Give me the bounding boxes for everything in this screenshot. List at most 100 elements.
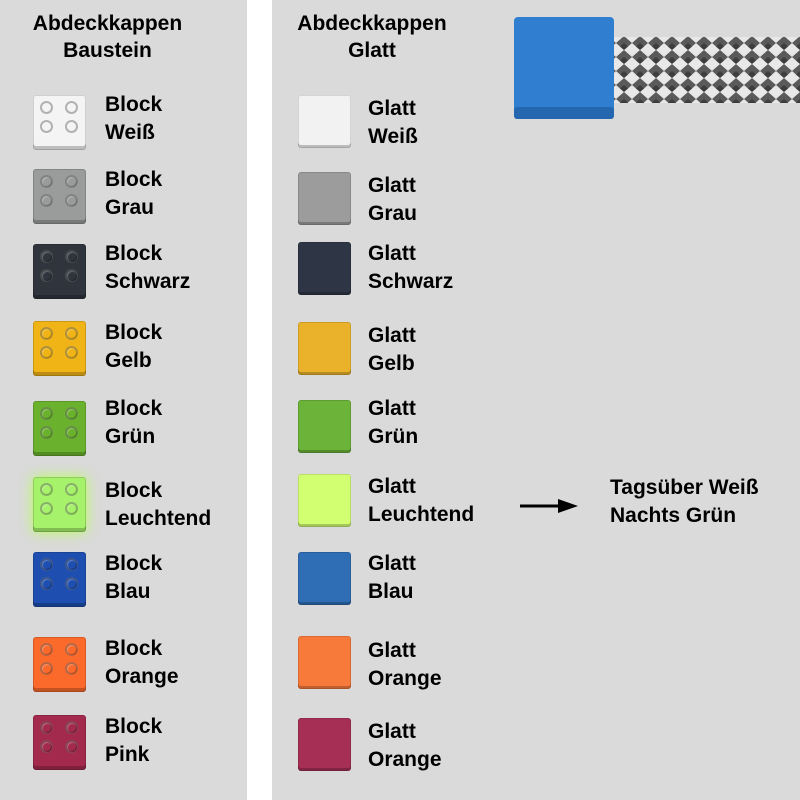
glatt-label-line2: Leuchtend	[368, 503, 475, 526]
stud-icon	[65, 483, 78, 496]
stud-icon	[40, 721, 53, 734]
block-label-line2: Orange	[105, 665, 179, 688]
glatt-label-line2: Orange	[368, 748, 442, 771]
block-cap-swatch	[33, 477, 86, 532]
stud-icon	[65, 269, 78, 282]
block-label-line1: Block	[105, 479, 163, 502]
stud-icon	[65, 175, 78, 188]
glatt-cap-swatch	[298, 322, 351, 375]
stud-icon	[40, 120, 53, 133]
glatt-cap-swatch	[298, 400, 351, 453]
glatt-label-line2: Grün	[368, 425, 419, 448]
stud-icon	[40, 483, 53, 496]
stud-icon	[40, 269, 53, 282]
stud-icon	[65, 577, 78, 590]
baustein-panel: Abdeckkappen Baustein Block Weiß Block G…	[0, 0, 247, 800]
stud-icon	[40, 250, 53, 263]
stud-icon	[40, 502, 53, 515]
block-cap-swatch	[33, 169, 86, 224]
glatt-cap-swatch	[298, 636, 351, 689]
stud-icon	[40, 662, 53, 675]
stud-icon	[40, 327, 53, 340]
block-label-line2: Pink	[105, 743, 150, 766]
right-arrow-icon	[520, 499, 578, 513]
block-label-line1: Block	[105, 397, 163, 420]
stud-icon	[40, 101, 53, 114]
glow-note: Tagsüber Weiß Nachts Grün	[610, 474, 759, 530]
stud-icon	[40, 740, 53, 753]
glatt-label-line1: Glatt	[368, 97, 416, 120]
stud-icon	[65, 194, 78, 207]
glatt-label-line1: Glatt	[368, 552, 416, 575]
block-label-line2: Leuchtend	[105, 507, 212, 530]
glatt-label-line1: Glatt	[368, 397, 416, 420]
stud-icon	[65, 558, 78, 571]
block-cap-swatch	[33, 321, 86, 376]
stud-icon	[40, 346, 53, 359]
block-label-line2: Grau	[105, 196, 155, 219]
stud-icon	[40, 643, 53, 656]
block-label-line2: Gelb	[105, 349, 152, 372]
stud-icon	[40, 558, 53, 571]
block-label-line2: Blau	[105, 580, 151, 603]
stud-icon	[40, 194, 53, 207]
block-label-line1: Block	[105, 552, 163, 575]
glatt-label-line2: Orange	[368, 667, 442, 690]
glatt-cap-swatch	[298, 474, 351, 527]
glatt-cap-swatch	[298, 718, 351, 771]
stud-icon	[65, 502, 78, 515]
stud-icon	[65, 101, 78, 114]
stud-icon	[65, 250, 78, 263]
glatt-label-line1: Glatt	[368, 639, 416, 662]
glatt-label-line2: Schwarz	[368, 270, 454, 293]
stud-icon	[65, 120, 78, 133]
strap-shape	[612, 37, 800, 103]
block-label-line2: Weiß	[105, 121, 155, 144]
glatt-label-line2: Gelb	[368, 352, 415, 375]
stud-icon	[65, 426, 78, 439]
block-label-line1: Block	[105, 168, 163, 191]
stud-icon	[65, 407, 78, 420]
glatt-label-line1: Glatt	[368, 242, 416, 265]
block-cap-swatch	[33, 401, 86, 456]
sample-cap-photo	[514, 17, 800, 119]
stud-icon	[40, 175, 53, 188]
glatt-label-line2: Weiß	[368, 125, 418, 148]
block-cap-swatch	[33, 715, 86, 770]
glatt-label-line1: Glatt	[368, 174, 416, 197]
stud-icon	[65, 327, 78, 340]
glatt-label-line2: Blau	[368, 580, 414, 603]
block-cap-swatch	[33, 552, 86, 607]
glow-note-line1: Tagsüber Weiß	[610, 476, 759, 499]
block-label-line1: Block	[105, 637, 163, 660]
glatt-label-line1: Glatt	[368, 475, 416, 498]
baustein-heading: Abdeckkappen Baustein	[32, 12, 183, 62]
cap-edge-shape	[514, 107, 614, 119]
glatt-heading: Abdeckkappen Glatt	[297, 12, 447, 62]
glatt-label-line1: Glatt	[368, 720, 416, 743]
glatt-cap-swatch	[298, 552, 351, 605]
block-label-line2: Grün	[105, 425, 156, 448]
glatt-cap-swatch	[298, 95, 351, 148]
block-cap-swatch	[33, 244, 86, 299]
stud-icon	[65, 643, 78, 656]
glatt-label-line1: Glatt	[368, 324, 416, 347]
glatt-cap-swatch	[298, 242, 351, 295]
block-label-line2: Schwarz	[105, 270, 191, 293]
block-label-line1: Block	[105, 321, 163, 344]
stud-icon	[65, 346, 78, 359]
stud-icon	[40, 426, 53, 439]
stud-icon	[40, 577, 53, 590]
block-label-line1: Block	[105, 715, 163, 738]
stud-icon	[65, 740, 78, 753]
glatt-panel: Abdeckkappen Glatt Glatt Weiß Glatt Grau…	[272, 0, 800, 800]
block-label-line1: Block	[105, 93, 163, 116]
cap-shape	[514, 17, 614, 119]
stud-icon	[65, 662, 78, 675]
stud-icon	[65, 721, 78, 734]
block-cap-swatch	[33, 637, 86, 692]
glatt-cap-swatch	[298, 172, 351, 225]
glow-note-line2: Nachts Grün	[610, 504, 737, 527]
stud-icon	[40, 407, 53, 420]
block-cap-swatch	[33, 95, 86, 150]
